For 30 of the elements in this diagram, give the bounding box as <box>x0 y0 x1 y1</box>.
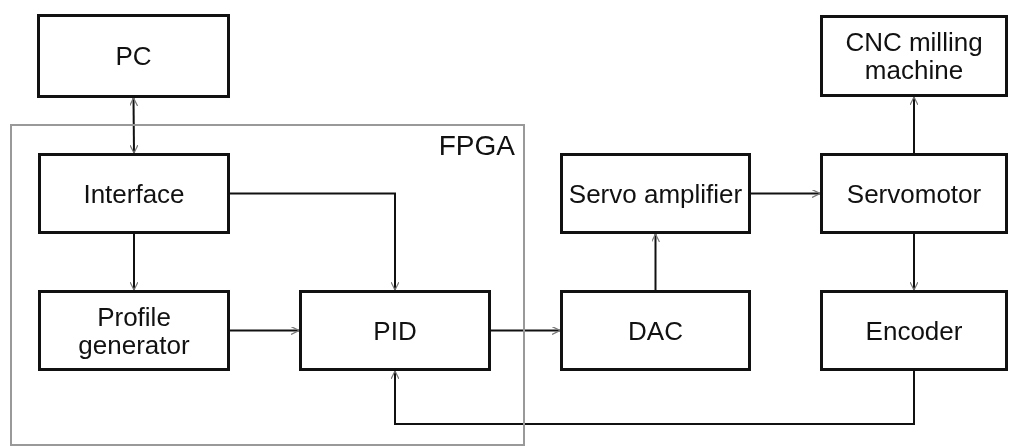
arrow <box>650 233 661 291</box>
process-box <box>37 14 230 98</box>
arrow <box>229 325 300 336</box>
arrow <box>390 370 915 425</box>
process-box <box>38 290 230 371</box>
process-box <box>560 153 751 234</box>
box-label: Interface <box>83 179 185 208</box>
process-box <box>820 15 1008 97</box>
arrow <box>490 325 561 336</box>
box-label: DAC <box>628 316 683 345</box>
process-box <box>299 290 491 371</box>
box-label: Servomotor <box>846 179 982 208</box>
arrow <box>909 233 919 291</box>
process-box <box>820 290 1008 371</box>
arrow <box>909 96 919 154</box>
fpga-region <box>10 124 525 446</box>
arrow <box>229 192 400 291</box>
group-label: FPGA <box>438 132 515 160</box>
box-label: Profile generator <box>77 302 191 359</box>
box-label: CNC milling machine <box>844 28 984 84</box>
box-label: Servo amplifier <box>568 179 743 208</box>
box-label: Encoder <box>865 316 963 345</box>
arrow <box>129 233 139 291</box>
arrow <box>128 97 139 154</box>
box-label: PID <box>373 316 417 345</box>
process-box <box>38 153 230 234</box>
arrow <box>750 188 821 199</box>
box-label: PC <box>115 42 152 70</box>
process-box <box>820 153 1008 234</box>
process-box <box>560 290 751 371</box>
